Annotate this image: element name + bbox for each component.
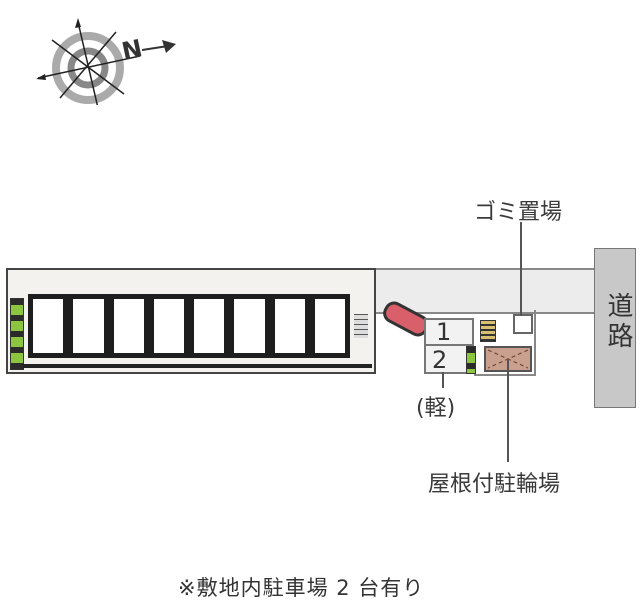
apartment-unit xyxy=(28,294,69,358)
parking-slot-number: 1 xyxy=(436,318,452,346)
apartment-unit xyxy=(68,294,109,358)
apartment-unit xyxy=(229,294,270,358)
driveway xyxy=(370,268,596,314)
hedge-right xyxy=(466,346,476,374)
garbage-box-icon xyxy=(513,314,533,334)
bicycle-shelter xyxy=(484,346,532,372)
parking-slot-1: 1 xyxy=(424,318,474,346)
compass: N xyxy=(30,10,180,109)
apartment-unit xyxy=(108,294,149,358)
north-arrow-icon xyxy=(142,40,176,53)
road-label: 道路 xyxy=(603,292,633,352)
units-row xyxy=(28,294,350,358)
bicycle-leader-line xyxy=(507,360,509,462)
road xyxy=(594,248,636,408)
stairs xyxy=(354,314,368,338)
hedge-left xyxy=(10,298,24,370)
apartment-unit xyxy=(189,294,230,358)
apartment-unit xyxy=(269,294,310,358)
garbage-leader-line xyxy=(520,222,522,316)
ground-border xyxy=(22,364,372,368)
apartment-unit xyxy=(309,294,350,358)
bicycle-shelter-label: 屋根付駐輪場 xyxy=(428,472,561,497)
kei-leader-line xyxy=(442,372,444,388)
garbage-label: ゴミ置場 xyxy=(474,200,563,225)
apartment-building xyxy=(6,268,376,374)
parking-note: ※敷地内駐車場 2 台有り xyxy=(178,576,425,600)
site-corner xyxy=(474,310,536,376)
cross-hatch-icon xyxy=(487,349,529,369)
compass-rose-icon xyxy=(36,18,141,109)
bike-rack-icon xyxy=(480,320,496,342)
apartment-unit xyxy=(148,294,189,358)
kei-car-label: (軽) xyxy=(416,396,456,421)
parking-slot-number: 2 xyxy=(432,346,448,374)
